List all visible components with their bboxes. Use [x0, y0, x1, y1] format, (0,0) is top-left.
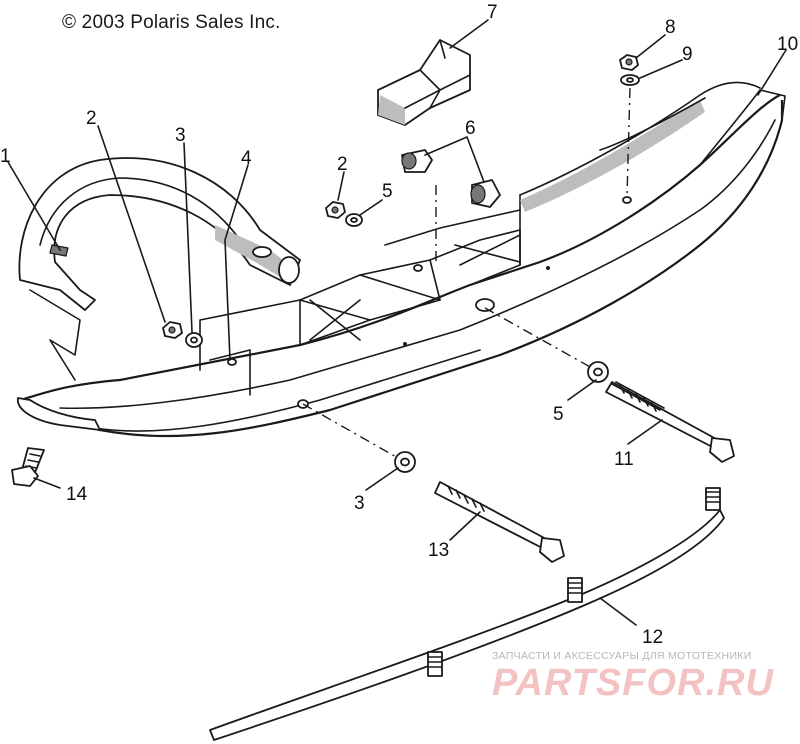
- leader-lines: [7, 19, 787, 626]
- ski-loop-handle: [18, 157, 301, 381]
- callout-2-left: 2: [86, 108, 97, 129]
- callout-8: 8: [665, 17, 676, 38]
- bolt-washers: [394, 361, 609, 473]
- copyright-notice: © 2003 Polaris Sales Inc.: [62, 12, 281, 33]
- callout-2-center: 2: [337, 154, 348, 175]
- callout-9: 9: [682, 44, 693, 65]
- callout-3-top: 3: [175, 125, 186, 146]
- callout-14: 14: [66, 484, 88, 505]
- wear-bar-12: [209, 487, 725, 741]
- callout-5-top: 5: [382, 181, 393, 202]
- bushings: [401, 149, 501, 208]
- center-nut-washer: [325, 201, 363, 227]
- assembly-lines: [302, 87, 631, 459]
- callout-1: 1: [0, 146, 11, 167]
- top-nut-washer: [619, 54, 640, 86]
- callout-6: 6: [465, 118, 476, 139]
- bumper-block: [377, 39, 471, 126]
- bolt-13: [434, 481, 565, 563]
- callout-7: 7: [487, 2, 498, 23]
- callout-12: 12: [642, 627, 663, 648]
- callout-5-bottom: 5: [553, 404, 564, 425]
- callout-labels: 1 2 3 4 2 5 6 7 8 9 10 5 11 3 13 12 14: [0, 2, 798, 648]
- ski-body: [17, 81, 786, 438]
- screw-14: [11, 447, 45, 487]
- watermark-brand: PARTSFOR.RU: [492, 662, 774, 704]
- callout-4: 4: [241, 148, 252, 169]
- bolt-11: [605, 381, 735, 463]
- callout-13: 13: [428, 540, 449, 561]
- callout-10: 10: [777, 34, 798, 55]
- callout-11: 11: [614, 449, 634, 470]
- left-nut-washer: [162, 321, 203, 348]
- watermark-tagline: ЗАПЧАСТИ И АКСЕССУАРЫ ДЛЯ МОТОТЕХНИКИ: [492, 650, 752, 662]
- callout-3-bottom: 3: [354, 493, 365, 514]
